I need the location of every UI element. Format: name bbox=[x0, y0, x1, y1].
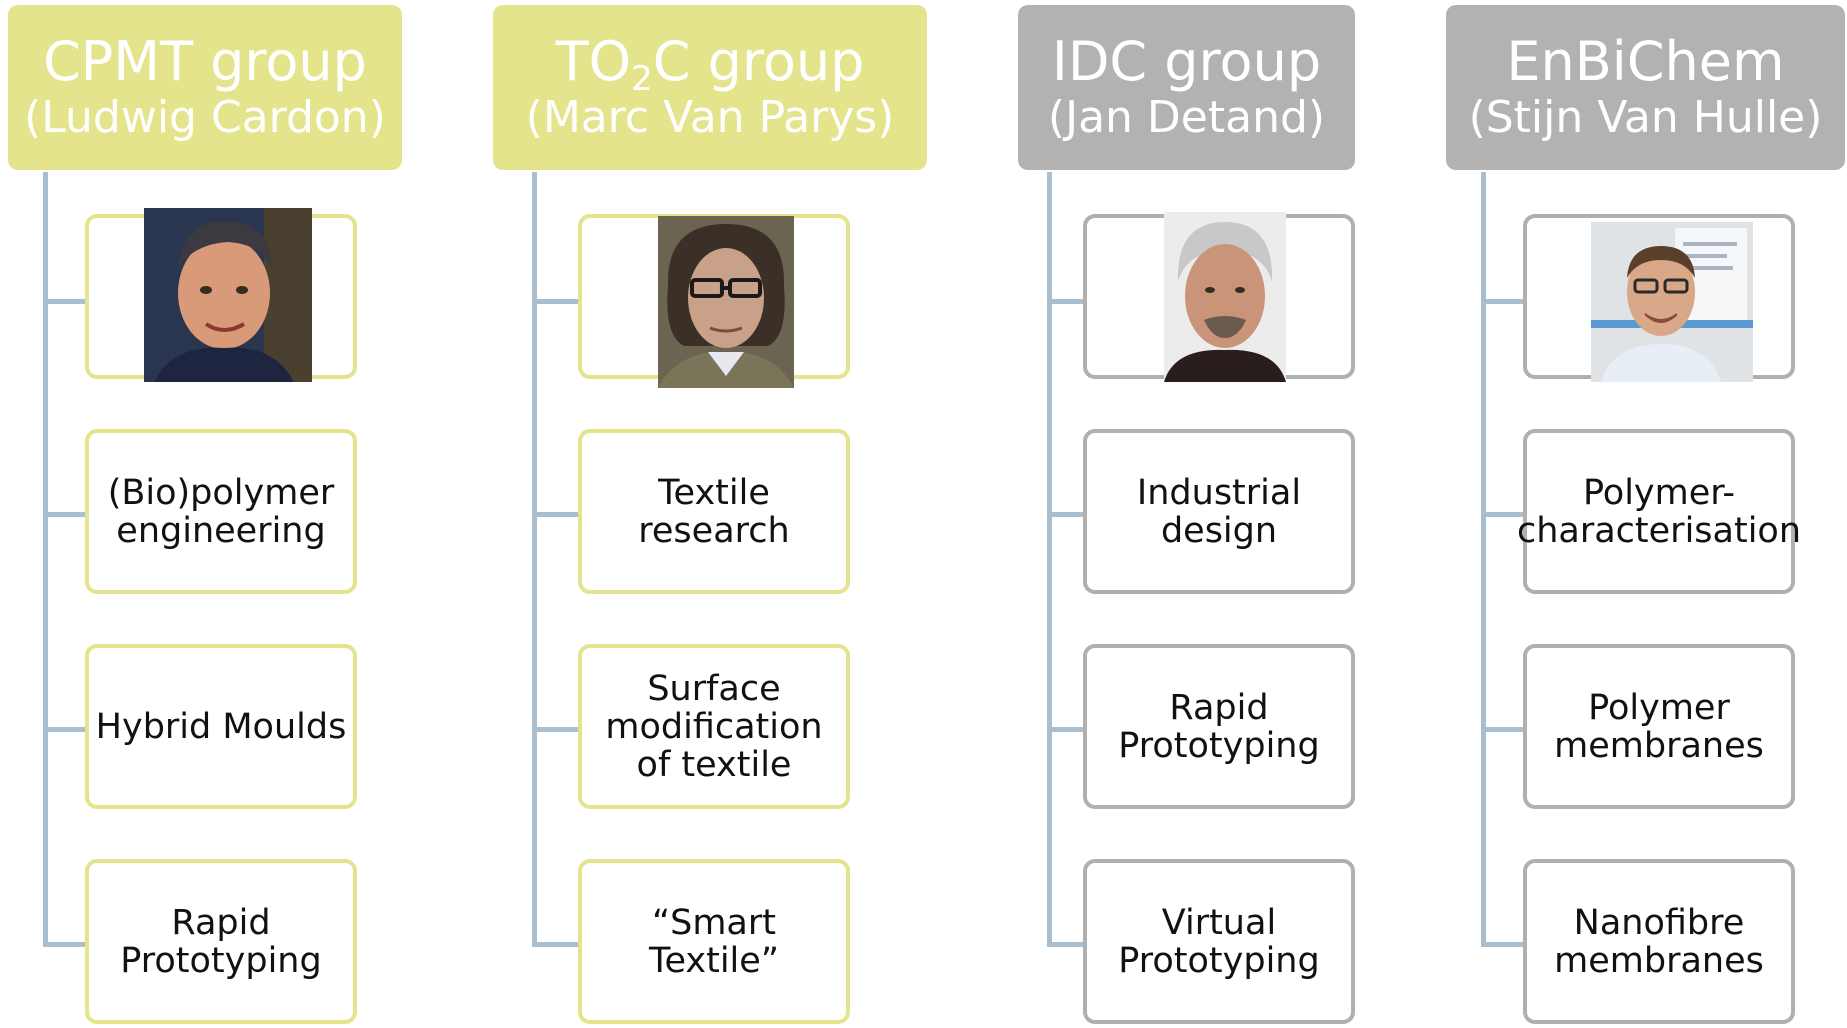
topic-card: Rapid Prototyping bbox=[1083, 644, 1355, 809]
group-header-idc: IDC group (Jan Detand) bbox=[1018, 5, 1355, 170]
topic-card: Surface modification of textile bbox=[578, 644, 850, 809]
connector-spine bbox=[1047, 172, 1052, 947]
topic-label: Surface modification of textile bbox=[605, 668, 823, 785]
group-name: TO2C group bbox=[555, 29, 865, 99]
topic-card: Nanofibre membranes bbox=[1523, 859, 1795, 1024]
topic-label: Virtual Prototyping bbox=[1118, 902, 1320, 981]
topic-card: Industrial design bbox=[1083, 429, 1355, 594]
topic-card: “Smart Textile” bbox=[578, 859, 850, 1024]
connector-branch bbox=[1481, 727, 1523, 732]
portrait-man-glasses-icon bbox=[658, 216, 794, 388]
connector-branch bbox=[1481, 299, 1523, 304]
topic-label: Hybrid Moulds bbox=[95, 706, 347, 747]
connector-branch bbox=[43, 727, 85, 732]
photo-card bbox=[1523, 214, 1795, 382]
group-leader: (Jan Detand) bbox=[1047, 91, 1326, 143]
topic-label: Polymer- characterisation bbox=[1516, 472, 1802, 551]
connector-branch bbox=[1481, 512, 1523, 517]
topic-label: Textile research bbox=[638, 472, 790, 551]
topic-card: Polymer membranes bbox=[1523, 644, 1795, 809]
connector-spine bbox=[1481, 172, 1486, 947]
topic-label: Nanofibre membranes bbox=[1554, 902, 1764, 981]
topic-card: Rapid Prototyping bbox=[85, 859, 357, 1024]
group-leader: (Marc Van Parys) bbox=[525, 91, 895, 143]
portrait-man-smiling-icon bbox=[144, 208, 312, 382]
topic-card: Polymer- characterisation bbox=[1517, 429, 1801, 594]
connector-branch bbox=[1047, 512, 1083, 517]
group-header-cpmt: CPMT group (Ludwig Cardon) bbox=[8, 5, 402, 170]
group-header-enbichem: EnBiChem (Stijn Van Hulle) bbox=[1446, 5, 1845, 170]
topic-card: Textile research bbox=[578, 429, 850, 594]
group-leader: (Stijn Van Hulle) bbox=[1468, 91, 1823, 143]
connector-branch bbox=[1047, 727, 1083, 732]
topic-card: Hybrid Moulds bbox=[85, 644, 357, 809]
topic-label: Polymer membranes bbox=[1554, 687, 1764, 766]
connector-branch bbox=[532, 299, 578, 304]
connector-branch bbox=[43, 512, 85, 517]
topic-label: (Bio)polymer engineering bbox=[107, 472, 335, 551]
group-name: EnBiChem bbox=[1506, 29, 1785, 93]
connector-branch bbox=[43, 299, 85, 304]
topic-label: Industrial design bbox=[1136, 472, 1302, 551]
connector-branch bbox=[43, 942, 85, 947]
topic-card: (Bio)polymer engineering bbox=[85, 429, 357, 594]
photo-card bbox=[85, 208, 357, 382]
connector-branch bbox=[532, 727, 578, 732]
group-header-to2c: TO2C group (Marc Van Parys) bbox=[493, 5, 927, 170]
portrait-man-grey-hair-icon bbox=[1164, 212, 1286, 382]
connector-branch bbox=[532, 942, 578, 947]
group-leader: (Ludwig Cardon) bbox=[24, 91, 386, 143]
topic-card: Virtual Prototyping bbox=[1083, 859, 1355, 1024]
photo-card bbox=[578, 214, 850, 388]
connector-branch bbox=[1047, 942, 1083, 947]
topic-label: Rapid Prototyping bbox=[120, 902, 322, 981]
connector-spine bbox=[532, 172, 537, 947]
connector-branch bbox=[1481, 942, 1523, 947]
connector-branch bbox=[532, 512, 578, 517]
topic-label: “Smart Textile” bbox=[649, 902, 779, 981]
connector-branch bbox=[1047, 299, 1083, 304]
photo-card bbox=[1083, 212, 1355, 382]
group-name: CPMT group bbox=[43, 29, 367, 93]
group-name: IDC group bbox=[1051, 29, 1322, 93]
topic-label: Rapid Prototyping bbox=[1118, 687, 1320, 766]
connector-spine bbox=[43, 172, 48, 947]
portrait-man-glasses-smiling-icon bbox=[1591, 222, 1753, 382]
